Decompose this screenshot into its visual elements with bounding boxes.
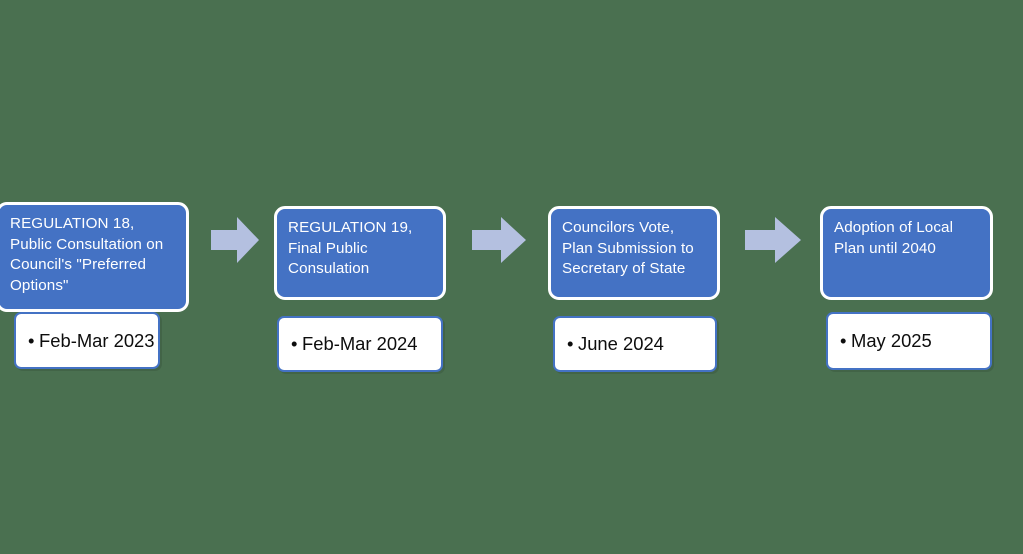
bullet-icon-4: •	[840, 330, 847, 351]
date-box-3[interactable]: • June 2024	[553, 316, 717, 372]
date-label-4: May 2025	[851, 330, 932, 351]
step-box-4[interactable]: Adoption of Local Plan until 2040	[820, 206, 993, 300]
date-label-3: June 2024	[578, 333, 664, 354]
bullet-icon-2: •	[291, 333, 298, 354]
arrow-step-2-to-3-icon	[472, 217, 526, 263]
bullet-icon-3: •	[567, 333, 574, 354]
arrow-step-1-to-2-icon	[211, 217, 259, 263]
date-label-2: Feb-Mar 2024	[302, 333, 418, 354]
date-label-1: Feb-Mar 2023	[39, 329, 155, 351]
step-box-2[interactable]: REGULATION 19, Final Public Consulation	[274, 206, 446, 300]
bullet-icon-1: •	[28, 329, 35, 351]
arrow-step-3-to-4-icon	[745, 217, 801, 263]
step-box-3[interactable]: Councilors Vote, Plan Submission to Secr…	[548, 206, 720, 300]
date-box-1[interactable]: • Feb-Mar 2023	[14, 312, 160, 369]
step-box-1[interactable]: REGULATION 18, Public Consultation on Co…	[0, 202, 189, 312]
date-box-2[interactable]: • Feb-Mar 2024	[277, 316, 443, 372]
date-box-4[interactable]: • May 2025	[826, 312, 992, 370]
